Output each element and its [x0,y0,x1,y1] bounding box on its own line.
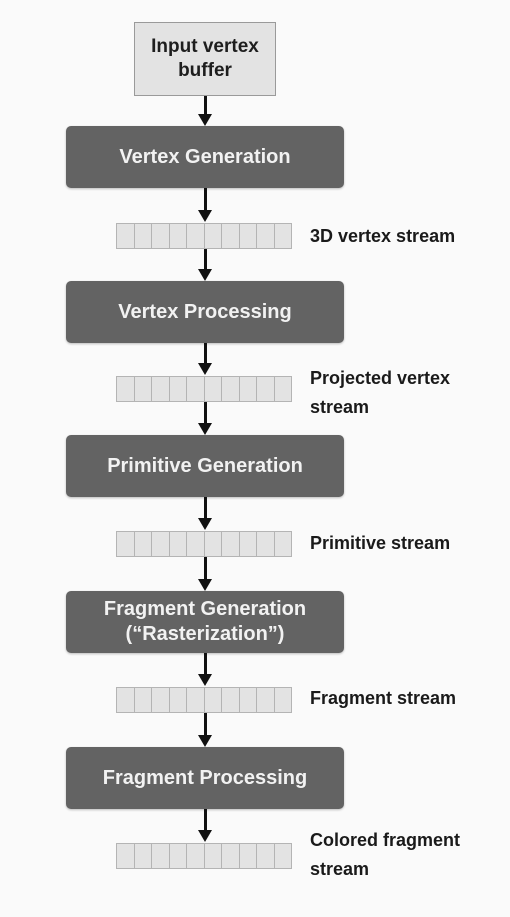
stream-label-projected-vertex: Projected vertex stream [310,368,451,417]
stream-primitive [116,531,292,557]
stage-label: Primitive Generation [107,454,303,477]
stream-label-3d-vertex: 3D vertex stream [310,226,456,246]
stream-label-primitive: Primitive stream [310,533,451,553]
arrow-stream-to-fragment-generation [198,557,212,591]
arrow-stream-to-primitive-generation [198,402,212,435]
stage-fragment-generation: Fragment Generation (“Rasterization”) [66,591,344,653]
stage-primitive-generation: Primitive Generation [66,435,344,497]
stream-label-fragment: Fragment stream [310,688,457,708]
stage-label: Fragment Generation (“Rasterization”) [103,598,307,645]
stage-vertex-processing: Vertex Processing [66,281,344,343]
arrow-input-to-vertex-generation [198,96,212,126]
arrow-vertex-generation-to-stream [198,188,212,222]
arrow-stream-to-vertex-processing [198,249,212,281]
arrow-fragment-generation-to-stream [198,653,212,686]
stage-vertex-generation: Vertex Generation [66,126,344,188]
arrow-primitive-generation-to-stream [198,497,212,530]
stage-label: Vertex Processing [118,300,292,323]
arrow-vertex-processing-to-stream [198,343,212,375]
arrow-stream-to-fragment-processing [198,713,212,747]
stream-fragment [116,687,292,713]
arrow-fragment-processing-to-stream [198,809,212,842]
stage-label: Fragment Processing [102,766,308,789]
stream-projected-vertex [116,376,292,402]
stream-3d-vertex [116,223,292,249]
stage-fragment-processing: Fragment Processing [66,747,344,809]
stream-label-colored-fragment: Colored fragment stream [310,830,461,879]
input-vertex-buffer-label: Input vertex buffer [151,36,259,81]
input-vertex-buffer-box: Input vertex buffer [134,22,276,96]
stage-label: Vertex Generation [119,145,291,168]
stream-colored-fragment [116,843,292,869]
